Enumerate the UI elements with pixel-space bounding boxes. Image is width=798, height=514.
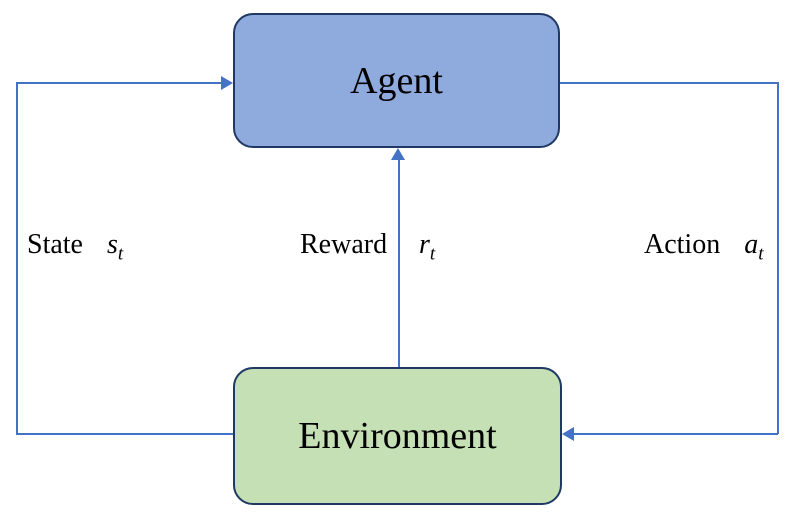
action-edge-vertical-segment — [777, 82, 779, 434]
agent-node-label: Agent — [350, 59, 443, 102]
agent-node: Agent — [233, 13, 560, 148]
reward-word: Reward — [300, 229, 388, 260]
reward-edge-word-label: Reward — [300, 228, 387, 262]
state-word: State — [27, 229, 83, 260]
arrowhead-right-icon — [221, 75, 233, 90]
action-word: Action — [644, 229, 721, 260]
reward-edge-vertical-segment — [398, 160, 400, 367]
action-edge-top-segment — [560, 82, 778, 84]
state-symbol: st — [107, 229, 124, 265]
state-edge-vertical-segment — [16, 82, 18, 434]
environment-node: Environment — [233, 367, 562, 505]
action-subscript: t — [758, 243, 764, 265]
action-edge-bottom-segment — [574, 433, 778, 435]
arrowhead-up-icon — [391, 148, 405, 160]
environment-node-label: Environment — [298, 415, 497, 457]
arrowhead-left-icon — [562, 426, 574, 441]
reward-subscript: t — [429, 243, 436, 265]
state-edge-bottom-segment — [16, 433, 233, 435]
reward-symbol: rt — [419, 229, 436, 265]
action-edge-label: Action at — [644, 228, 764, 266]
state-edge-top-segment — [16, 82, 221, 84]
state-subscript: t — [117, 243, 124, 265]
reward-edge-symbol-label: rt — [419, 228, 435, 266]
action-symbol: at — [744, 229, 764, 265]
